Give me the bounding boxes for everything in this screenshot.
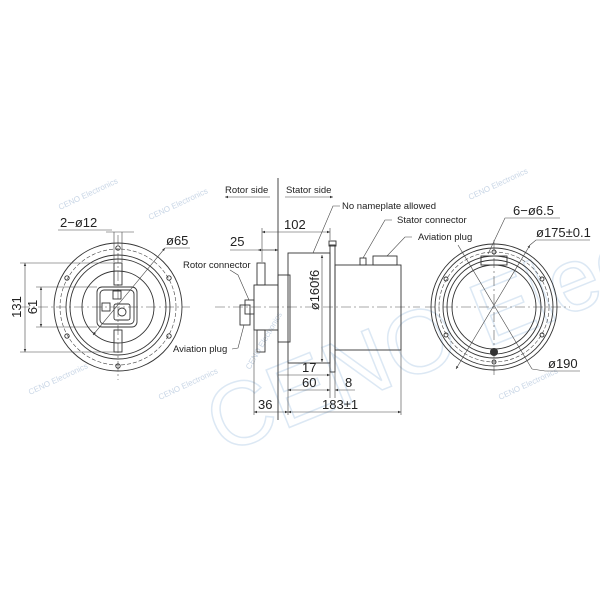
dim-2-holes-12: 2−ø12 [60, 215, 97, 230]
watermark-small: CENO Electronics [57, 176, 119, 211]
dim-190: ø190 [548, 356, 578, 371]
stator-plug-hole [490, 348, 498, 356]
callout-stator-connector: Stator connector [397, 215, 467, 226]
dim-36: 36 [258, 397, 272, 412]
dim-60: 60 [302, 375, 316, 390]
stator-end-view: 6−ø6.5 ø175±0.1 ø190 [425, 203, 591, 375]
stator-aviation-plug [372, 255, 398, 266]
dim-25: 25 [230, 234, 244, 249]
stator-connector [359, 257, 367, 266]
watermark-small: CENO Electronics [467, 166, 529, 201]
dim-61: 61 [25, 300, 40, 314]
rotor-aviation-plug [239, 304, 251, 326]
dim-160f6: ø160f6 [307, 270, 322, 310]
side-view: Rotor side Stator side Rotor connector A… [173, 178, 472, 420]
rotor-pin [256, 262, 266, 286]
dim-131: 131 [9, 296, 24, 318]
callout-rotor-aviation-plug: Aviation plug [173, 344, 227, 355]
rotor-end-view: 131 61 2−ø12 ø65 [9, 215, 190, 380]
callout-stator-aviation-plug: Aviation plug [418, 232, 472, 243]
callout-no-nameplate: No nameplate allowed [342, 201, 436, 212]
dim-6-holes-6-5: 6−ø6.5 [513, 203, 554, 218]
watermark-small: CENO Electronics [27, 361, 89, 396]
stator-body [334, 264, 402, 351]
callout-rotor-connector: Rotor connector [183, 260, 251, 271]
stator-side-label: Stator side [286, 185, 331, 196]
dim-102: 102 [284, 217, 306, 232]
rotor-side-label: Rotor side [225, 185, 268, 196]
rotor-connector [244, 299, 255, 315]
dim-65: ø65 [166, 233, 188, 248]
dim-8: 8 [345, 375, 352, 390]
dim-183: 183±1 [322, 397, 358, 412]
watermark-small: CENO Electronics [147, 186, 209, 221]
watermark-small: CENO Electronics [497, 366, 559, 401]
dim-17: 17 [302, 360, 316, 375]
dim-175: ø175±0.1 [536, 225, 591, 240]
